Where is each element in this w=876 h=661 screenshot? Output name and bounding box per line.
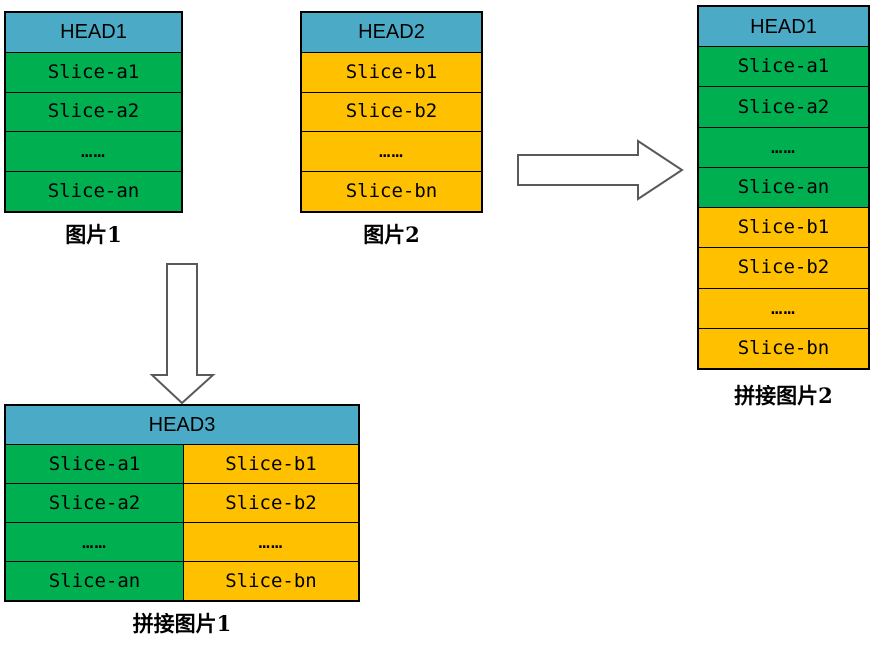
merged-vertical-slice-a2: Slice-a2 — [699, 87, 868, 127]
image2-header-row: HEAD2 — [302, 13, 481, 53]
image2-slice-b2: Slice-b2 — [302, 92, 481, 132]
image1-row: …… — [6, 132, 181, 173]
image1-slice-an: Slice-an — [6, 172, 181, 211]
merged-horizontal-table: HEAD3 Slice-a1 Slice-b1 Slice-a2 Slice-b… — [4, 404, 360, 602]
merged-vertical-row: Slice-a2 — [699, 87, 868, 128]
merged-vertical-caption: 拼接图片2 — [734, 383, 833, 408]
merged-vertical-row: Slice-bn — [699, 328, 868, 368]
merged-horizontal-slice-bn: Slice-bn — [183, 562, 358, 600]
image2-header-cell: HEAD2 — [302, 13, 481, 52]
merged-horizontal-slice-a2: Slice-a2 — [6, 484, 183, 522]
merged-vertical-slice-b2: Slice-b2 — [699, 248, 868, 288]
merged-horizontal-ellipsis-b: …… — [183, 523, 358, 561]
merged-vertical-header-cell: HEAD1 — [699, 7, 868, 47]
image1-slice-a2: Slice-a2 — [6, 92, 181, 132]
image1-slice-a1: Slice-a1 — [6, 52, 181, 92]
merged-vertical-stack: HEAD1 Slice-a1 Slice-a2 …… Slice-an Slic… — [697, 5, 870, 370]
merged-vertical-header-row: HEAD1 — [699, 7, 868, 48]
merged-horizontal-slice-an: Slice-an — [6, 562, 183, 600]
image2-ellipsis: …… — [302, 132, 481, 172]
merged-vertical-slice-a1: Slice-a1 — [699, 47, 868, 87]
merged-vertical-ellipsis-b: …… — [699, 288, 868, 328]
merged-horizontal-row: …… …… — [6, 523, 358, 562]
image2-slice-b1: Slice-b1 — [302, 52, 481, 92]
merged-horizontal-slice-b2: Slice-b2 — [183, 484, 358, 522]
image2-row: Slice-bn — [302, 172, 481, 211]
merged-horizontal-row: Slice-an Slice-bn — [6, 562, 358, 600]
merged-vertical-row: Slice-b2 — [699, 248, 868, 289]
image1-ellipsis: …… — [6, 132, 181, 172]
merged-vertical-slice-bn: Slice-bn — [699, 328, 868, 368]
merged-horizontal-header-row: HEAD3 — [6, 406, 358, 445]
merged-vertical-ellipsis-a: …… — [699, 127, 868, 167]
image2-slice-bn: Slice-bn — [302, 172, 481, 211]
image1-header-row: HEAD1 — [6, 13, 181, 53]
merged-vertical-row: …… — [699, 127, 868, 168]
image2-stack: HEAD2 Slice-b1 Slice-b2 …… Slice-bn — [300, 11, 483, 213]
merged-horizontal-row: Slice-a2 Slice-b2 — [6, 484, 358, 523]
merged-horizontal-ellipsis-a: …… — [6, 523, 183, 561]
image1-row: Slice-a2 — [6, 92, 181, 133]
image1-row: Slice-an — [6, 172, 181, 211]
merged-vertical-row: Slice-an — [699, 167, 868, 209]
image1-caption: 图片1 — [65, 222, 122, 247]
image1-row: Slice-a1 — [6, 52, 181, 93]
image2-row: Slice-b1 — [302, 52, 481, 93]
merged-horizontal-header-cell: HEAD3 — [6, 406, 358, 444]
image1-stack: HEAD1 Slice-a1 Slice-a2 …… Slice-an — [4, 11, 183, 213]
merged-horizontal-slice-b1: Slice-b1 — [183, 445, 358, 483]
down-block-arrow — [148, 262, 218, 405]
image2-row: Slice-b2 — [302, 92, 481, 133]
merged-vertical-slice-b1: Slice-b1 — [699, 208, 868, 248]
merged-vertical-row: …… — [699, 288, 868, 329]
image2-row: …… — [302, 132, 481, 173]
image2-caption: 图片2 — [363, 222, 420, 247]
merged-horizontal-row: Slice-a1 Slice-b1 — [6, 445, 358, 484]
merged-vertical-row: Slice-b1 — [699, 208, 868, 249]
merged-horizontal-slice-a1: Slice-a1 — [6, 445, 183, 483]
image1-header-cell: HEAD1 — [6, 13, 181, 52]
merged-horizontal-caption: 拼接图片1 — [132, 611, 232, 636]
merged-vertical-slice-an: Slice-an — [699, 167, 868, 208]
right-block-arrow — [516, 138, 684, 202]
merged-vertical-row: Slice-a1 — [699, 47, 868, 88]
